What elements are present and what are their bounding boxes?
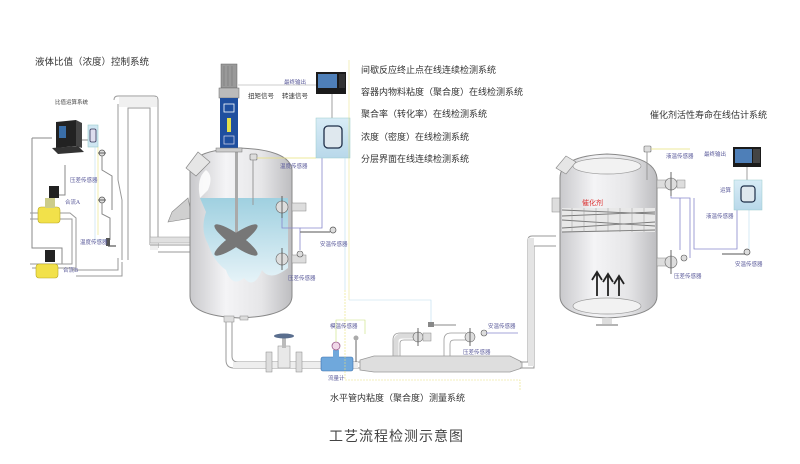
valve-a-icon <box>37 186 61 224</box>
ratio-compute-label: 比值运算系统 <box>55 100 89 106</box>
flow-meter-label: 流量计 <box>328 376 345 382</box>
catalyst-nozzle-upper <box>656 172 686 196</box>
pressure-sensor-icon <box>98 149 106 204</box>
signal-wire <box>31 138 63 264</box>
reactor-safety-sensor-label: 安温传感器 <box>320 242 348 248</box>
catalyst-system-title: 催化剂活性寿命在线估计系统 <box>650 111 768 121</box>
catalyst-level-sensor-label: 液温传感器 <box>706 214 734 220</box>
reactor-pressure-sensor-label: 压差传感器 <box>288 276 316 282</box>
valve-a-label: 合流A <box>65 200 80 206</box>
catalyst-vessel <box>551 153 658 326</box>
system-item-3: 聚合率（转化率）在线检测系统 <box>361 110 488 120</box>
torque-signal-label: 扭矩信号 <box>248 92 274 100</box>
temp-sensor-icon <box>106 238 116 247</box>
catalyst-output-label: 最终输出 <box>704 152 727 158</box>
pipeline-loop-2 <box>443 328 488 356</box>
catalyst-monitor-icon <box>733 147 761 167</box>
pipe-pressure-sensor-label: 压差传感器 <box>463 350 491 356</box>
catalyst-compute-label: 运算 <box>720 188 732 194</box>
catalyst-temp-sensor-icon <box>643 145 690 180</box>
ratio-control-system <box>30 95 190 279</box>
catalyst-safety-sensor-icon <box>722 248 751 256</box>
reactor-temp-sensor-label: 温度传感器 <box>280 164 308 170</box>
ratio-temp-sensor-label: 温度传感器 <box>80 240 108 246</box>
center-monitor-icon <box>316 72 346 94</box>
reactor-nozzle-lower <box>275 248 307 270</box>
agitator-motor-icon <box>215 63 243 153</box>
catalyst-safety-sensor-label: 安温传感器 <box>735 262 763 268</box>
diagram-title: 工艺流程检测示意图 <box>329 429 464 445</box>
horizontal-pipeline <box>225 235 556 373</box>
center-output-label: 最终输出 <box>284 80 307 86</box>
system-item-2: 容器内物料粘度（聚合度）在线检测系统 <box>361 88 524 98</box>
valve-b-label: 合流B <box>63 268 79 274</box>
catalyst-panel-icon <box>733 179 763 211</box>
impeller-icon <box>214 224 258 256</box>
catalyst-label: 催化剂 <box>582 199 603 207</box>
flow-meter-icon <box>320 341 354 372</box>
reactor-nozzle-upper <box>275 196 307 218</box>
safety-sensor-icon <box>300 226 337 234</box>
catalyst-bed <box>561 208 656 233</box>
gate-valve-icon <box>265 333 303 373</box>
pipeline-system-title: 水平管内粘度（聚合度）测量系统 <box>330 394 466 404</box>
pipe-temp-sensor-label: 模温传感器 <box>330 324 358 330</box>
speed-signal-label: 转速信号 <box>282 92 308 100</box>
pipe-safety-sensor-label: 安温传感器 <box>488 324 516 330</box>
reactor-vessel <box>149 147 293 323</box>
catalyst-temp-sensor-label: 液温传感器 <box>666 154 694 160</box>
system-item-4: 浓度（密度）在线检测系统 <box>361 133 470 143</box>
system-item-5: 分层界面在线连续检测系统 <box>361 155 470 165</box>
reactor-temp-sensor-icon <box>249 153 316 205</box>
catalyst-nozzle-lower <box>656 250 688 274</box>
ratio-pressure-sensor-label: 压差传感器 <box>70 178 98 184</box>
pipe-temp-sensor-icon <box>353 335 359 362</box>
catalyst-pressure-sensor-label: 压差传感器 <box>674 274 702 280</box>
flow-up-arrows-icon <box>591 270 625 296</box>
pipeline-loop-1 <box>392 328 432 356</box>
center-panel-icon <box>315 117 351 159</box>
valve-b-icon <box>35 250 59 279</box>
system-item-1: 间歇反应终止点在线连续检测系统 <box>361 66 497 76</box>
ratio-system-title: 液体比值（浓度）控制系统 <box>35 57 150 68</box>
ratio-computer-icon <box>52 120 84 154</box>
pipeline-safety-sensor-icon <box>428 322 456 327</box>
